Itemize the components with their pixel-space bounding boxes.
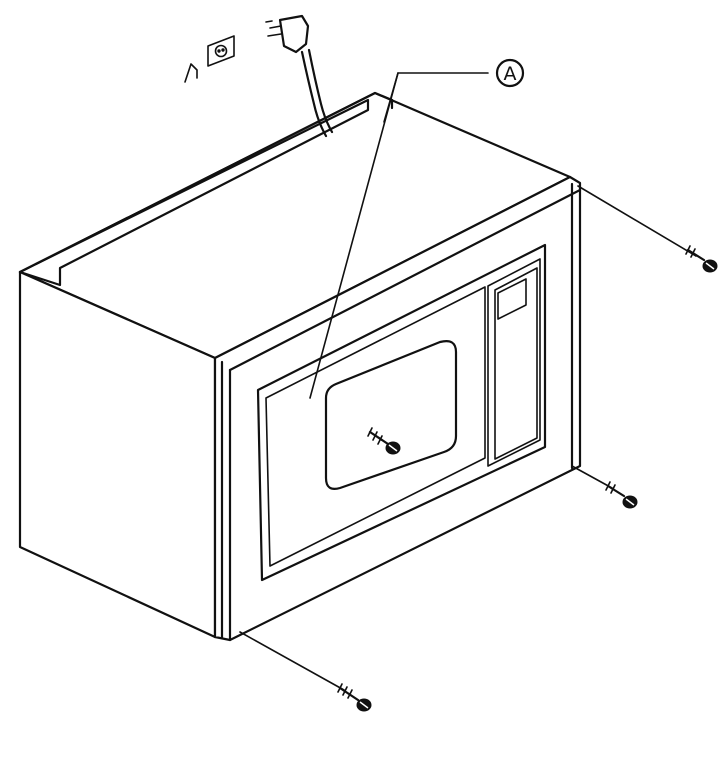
callout-a: A <box>309 58 525 399</box>
door-inner <box>265 286 486 567</box>
power-plug-icon <box>265 14 334 138</box>
control-panel <box>487 258 541 467</box>
callout-leader-top <box>383 72 399 123</box>
cabinet-rim-inner <box>18 98 370 287</box>
screw-mid-right <box>571 465 638 509</box>
screw-top-right <box>577 185 718 273</box>
screw-bottom <box>239 631 372 712</box>
callout-circle <box>495 58 525 88</box>
earth-hook-icon <box>184 63 198 83</box>
control-panel-outline <box>487 258 541 467</box>
callout-label: A <box>504 63 517 85</box>
door-window <box>324 340 458 490</box>
wall-socket-icon <box>207 35 235 67</box>
microwave-door <box>256 243 547 582</box>
door-outer <box>256 243 547 582</box>
cabinet <box>18 91 572 639</box>
control-display <box>497 278 527 320</box>
screw-center <box>367 427 401 455</box>
power-cable <box>300 50 328 138</box>
